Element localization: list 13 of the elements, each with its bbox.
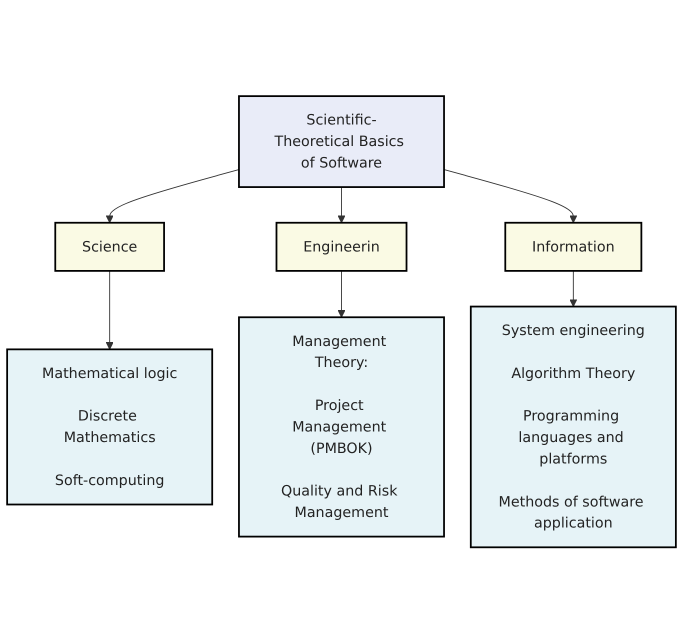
arrow xyxy=(444,168,578,223)
arrow xyxy=(338,186,346,223)
arrow xyxy=(106,168,240,223)
node-box: Mathematical logic Discrete Mathematics Soft-computing xyxy=(6,348,214,506)
node-box: Information xyxy=(504,222,642,272)
node-box: Engineerin xyxy=(276,222,408,272)
arrow xyxy=(569,270,578,307)
arrow xyxy=(338,270,346,318)
node-box: Scientific-Theoretical Basics of Software xyxy=(238,95,445,188)
node-box: Science xyxy=(54,222,165,272)
node-box: Management Theory: Project Management (PMBOK) Quality and Risk Management xyxy=(238,316,445,538)
arrow xyxy=(106,270,114,350)
node-box: System engineering Algorithm Theory Programming languages and platforms Methods of software application xyxy=(470,305,677,548)
